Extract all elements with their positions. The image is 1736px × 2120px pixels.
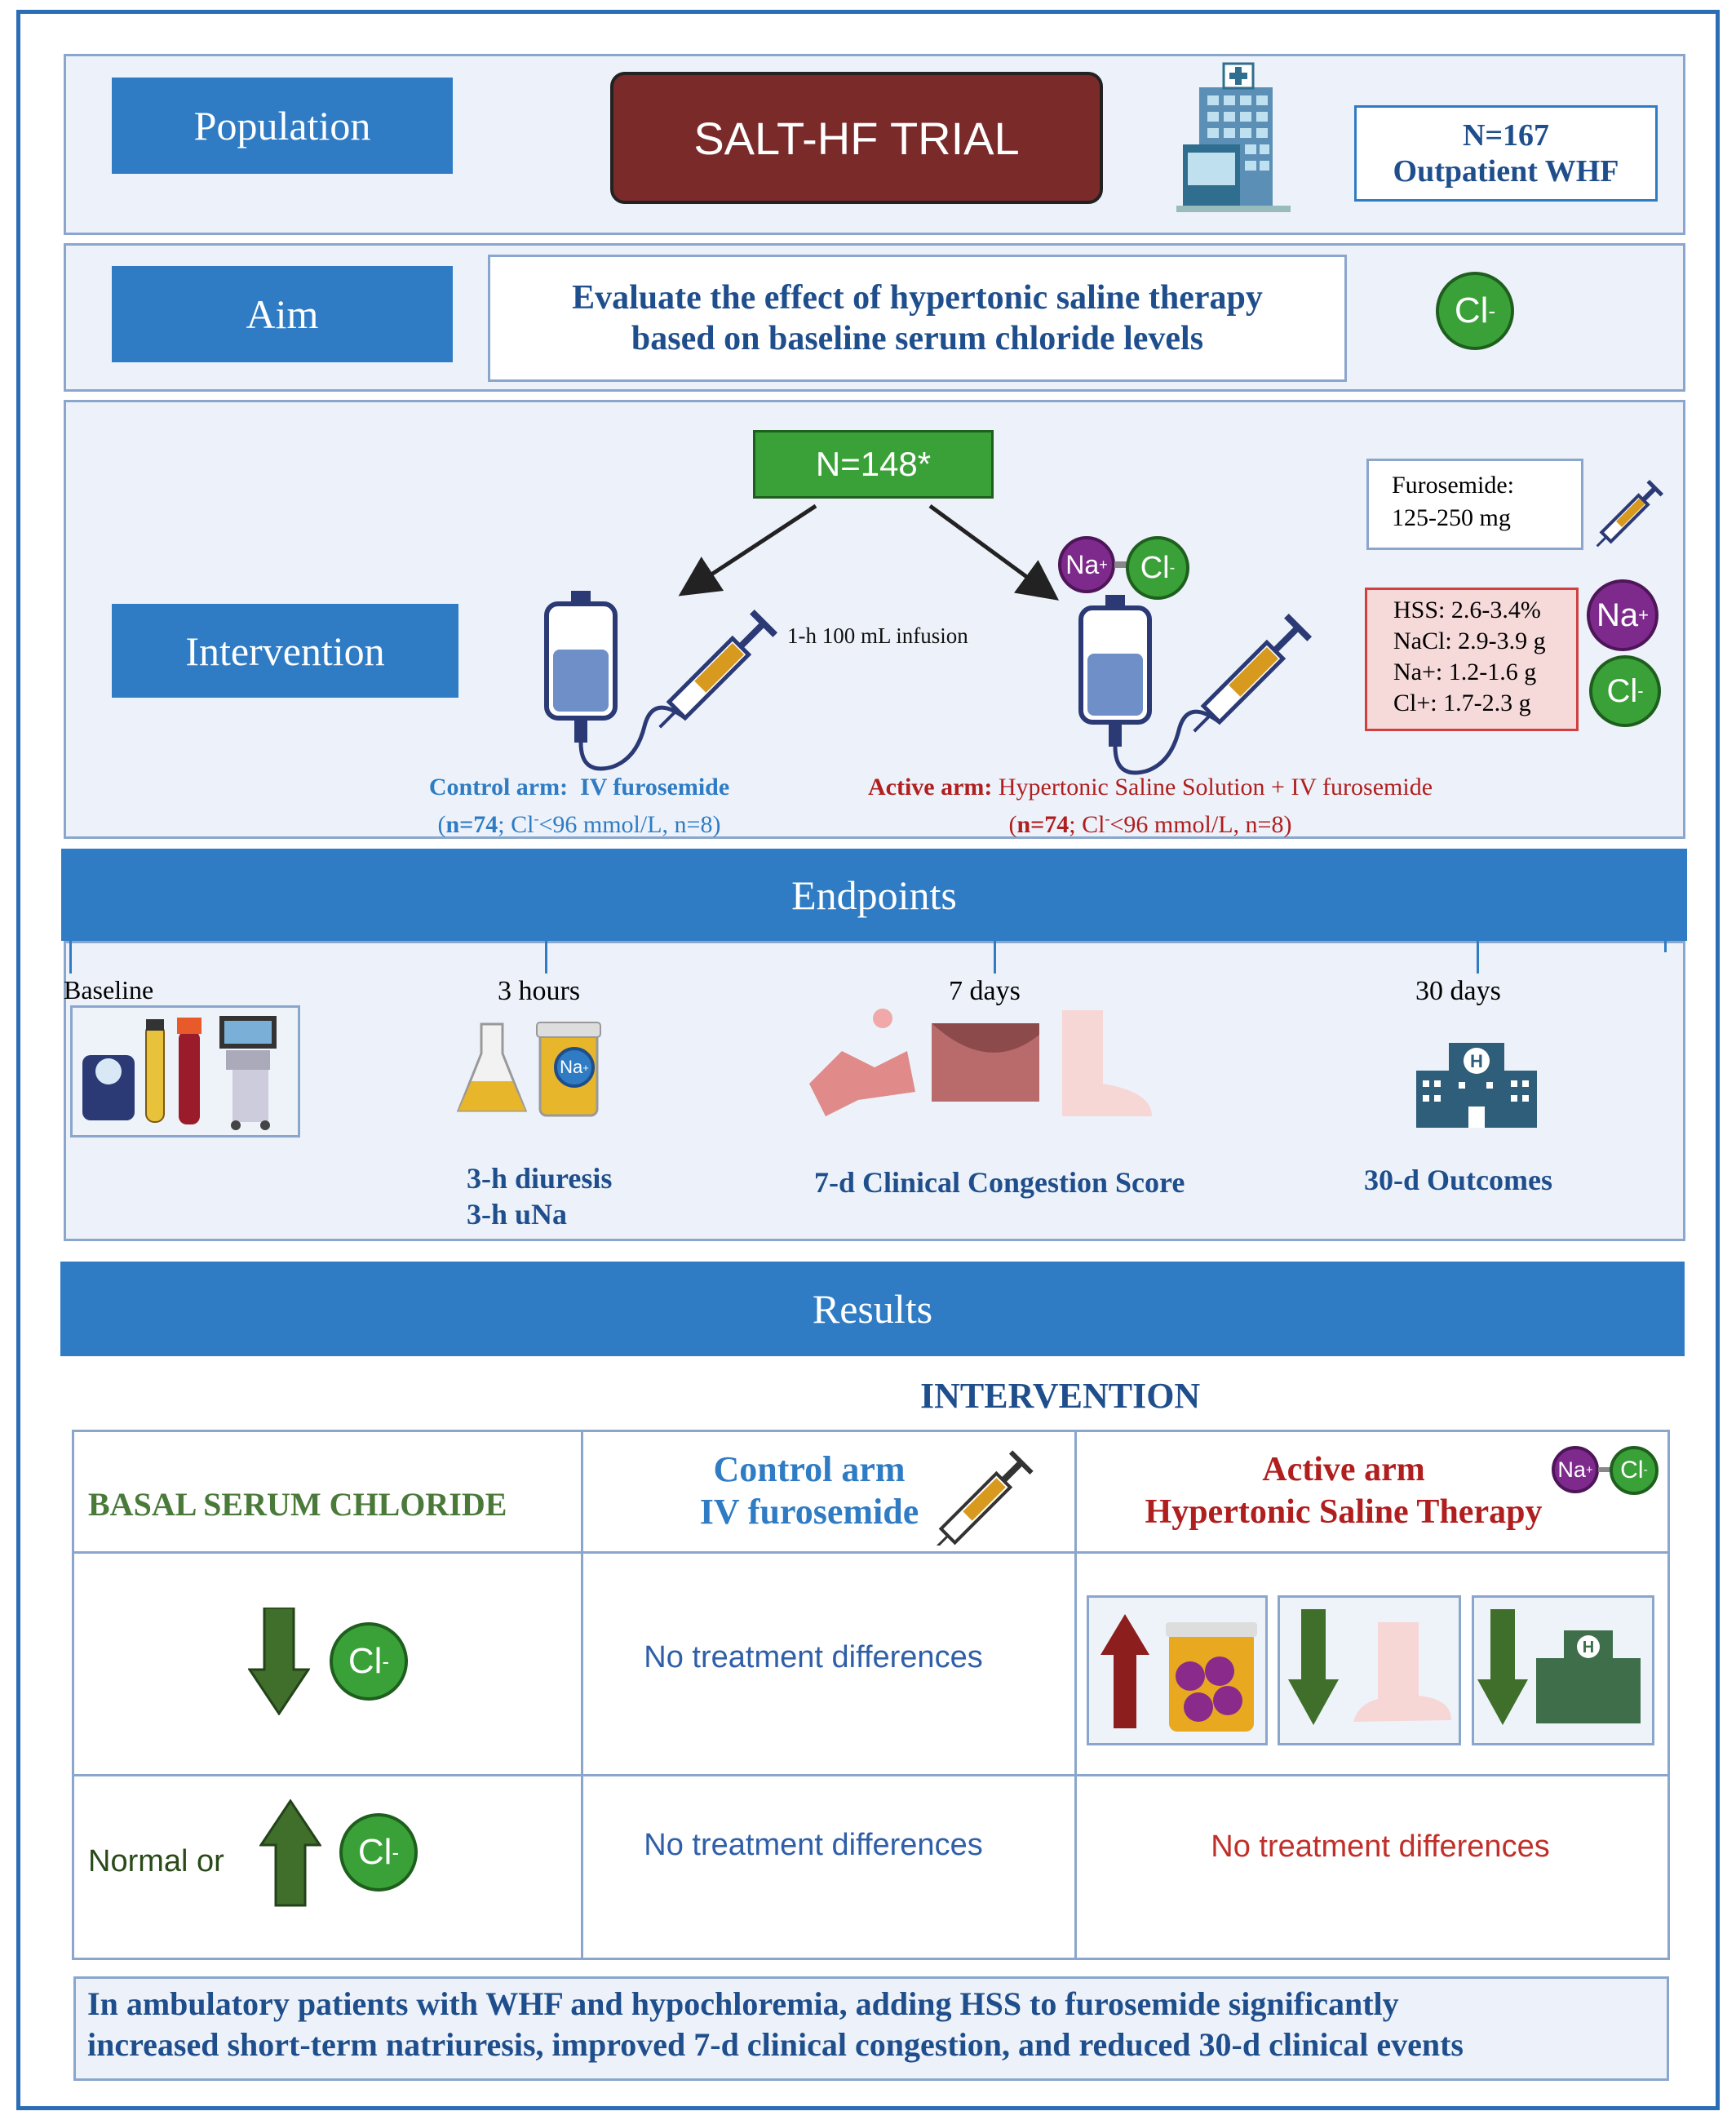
control-column-header: Control arm IV furosemide (699, 1449, 919, 1532)
time-7d: 7 days (949, 976, 1021, 1006)
svg-text:H: H (1470, 1051, 1483, 1071)
control-arm-label: Control arm: IV furosemide (n=74; Cl-<96… (428, 774, 730, 838)
aim-text-line2: based on baseline serum chloride levels (631, 320, 1204, 357)
results-normal-cell-control (581, 1774, 1077, 1960)
urine-sodium-icon: Na+ (554, 1047, 595, 1088)
measure-30d: 30-d Outcomes (1364, 1164, 1552, 1196)
time-30d: 30 days (1415, 976, 1501, 1006)
dosing-sodium-icon: Na+ (1587, 579, 1658, 651)
congestion-icons (809, 1009, 1152, 1116)
hospital-icon: H (1416, 1043, 1537, 1128)
results-chloride-icon: Cl- (1610, 1446, 1658, 1495)
normal-arrow-up-icon (259, 1799, 321, 1907)
aim-text-line1: Evaluate the effect of hypertonic saline… (572, 279, 1263, 317)
furosemide-syringe-icon (1596, 479, 1664, 548)
measure-7d: 7-d Clinical Congestion Score (814, 1166, 1185, 1199)
randomization-arrows (678, 503, 1060, 601)
effect-outcomes-box: H (1472, 1595, 1654, 1745)
low-arrow-down-icon (248, 1608, 310, 1715)
measure-3h: 3-h diuresis 3-h uNa (467, 1162, 613, 1231)
active-chloride-icon: Cl- (1126, 536, 1189, 600)
tick-7d (994, 941, 996, 974)
aim-label: Aim (112, 266, 453, 362)
dosing-nacl: NaCl: 2.9-3.9 g (1393, 628, 1546, 654)
trial-title: SALT-HF TRIAL (610, 72, 1103, 204)
tick-3h (545, 941, 547, 974)
natriuresis-up-icon (1100, 1614, 1257, 1732)
hospital-building-icon (1176, 62, 1291, 212)
furosemide-label: Furosemide: (1392, 472, 1514, 499)
normal-active-result: No treatment differences (1211, 1829, 1550, 1864)
infusion-text: 1-h 100 mL infusion (787, 623, 968, 648)
aim-chloride-icon: Cl- (1436, 272, 1514, 350)
results-low-cell-label (72, 1551, 583, 1776)
effect-natriuresis-box (1087, 1595, 1268, 1745)
effect-congestion-box (1278, 1595, 1461, 1745)
active-sodium-icon: Na+ (1058, 536, 1115, 593)
intervention-label: Intervention (112, 604, 458, 698)
active-iv-bag-icon (1078, 595, 1313, 775)
results-normal-cell-active (1074, 1774, 1670, 1960)
baseline-equipment-icon (82, 1016, 277, 1130)
congestion-down-icon (1288, 1609, 1451, 1725)
dosing-hss: HSS: 2.6-3.4% (1393, 597, 1541, 623)
outcomes-down-icon: H (1477, 1609, 1641, 1725)
population-n: N=167 (1462, 118, 1550, 153)
outer-frame (16, 10, 1720, 2110)
baseline-box (70, 1005, 300, 1138)
results-ion-bond (1598, 1467, 1611, 1472)
population-n-box: N=167 Outpatient WHF (1354, 105, 1658, 202)
ion-bond (1114, 561, 1127, 568)
population-label: Population (112, 78, 453, 174)
population-description: Outpatient WHF (1393, 154, 1619, 188)
row-header: BASAL SERUM CHLORIDE (88, 1486, 507, 1523)
conclusion-box: In ambulatory patients with WHF and hypo… (73, 1976, 1669, 2081)
dosing-cl: Cl+: 1.7-2.3 g (1393, 690, 1531, 716)
time-3h: 3 hours (498, 976, 581, 1006)
conclusion-line1: In ambulatory patients with WHF and hypo… (87, 1985, 1399, 2022)
normal-control-result: No treatment differences (644, 1828, 983, 1862)
hss-dosing-box: HSS: 2.6-3.4% NaCl: 2.9-3.9 g Na+: 1.2-1… (1365, 588, 1579, 731)
results-sodium-icon: Na+ (1552, 1446, 1599, 1493)
furosemide-dose: 125-250 mg (1392, 504, 1511, 531)
normal-label: Normal or (88, 1844, 224, 1878)
dosing-chloride-icon: Cl- (1589, 655, 1661, 727)
intervention-heading: INTERVENTION (920, 1376, 1201, 1416)
low-chloride-icon: Cl- (330, 1622, 408, 1701)
tick-end (1664, 941, 1667, 952)
tick-baseline (69, 941, 72, 974)
control-iv-bag-icon (544, 591, 778, 771)
normal-chloride-icon: Cl- (339, 1813, 418, 1892)
tick-30d (1477, 941, 1479, 974)
conclusion-line2: increased short-term natriuresis, improv… (87, 2026, 1464, 2063)
dosing-na: Na+: 1.2-1.6 g (1393, 659, 1537, 685)
randomized-n-box: N=148* (753, 430, 994, 499)
low-control-result: No treatment differences (644, 1640, 983, 1674)
results-bar: Results (60, 1262, 1685, 1356)
endpoints-bar: Endpoints (61, 849, 1687, 941)
control-syringe-icon (937, 1450, 1034, 1546)
svg-text:H: H (1583, 1639, 1594, 1657)
active-arm-label: Active arm: Hypertonic Saline Solution +… (867, 774, 1433, 838)
time-baseline: Baseline (64, 975, 154, 1005)
furosemide-dose-box: Furosemide: 125-250 mg (1366, 459, 1583, 550)
aim-text-box: Evaluate the effect of hypertonic saline… (488, 255, 1347, 382)
active-column-header: Active arm Hypertonic Saline Therapy (1145, 1451, 1543, 1531)
